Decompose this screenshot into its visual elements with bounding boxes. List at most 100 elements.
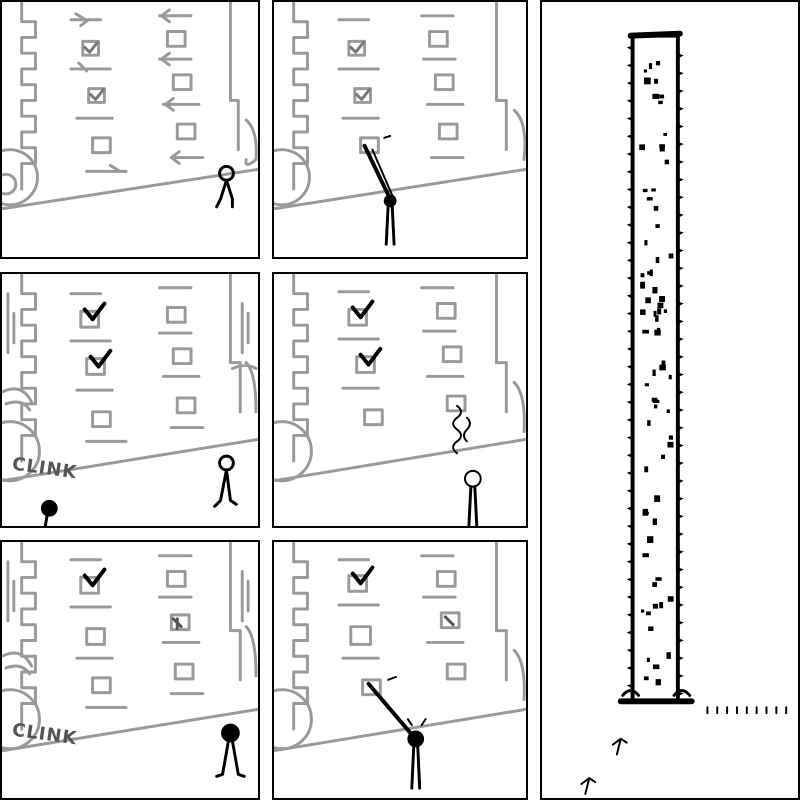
spike <box>677 514 684 520</box>
spike <box>626 80 633 86</box>
tower-hole <box>667 441 674 448</box>
tower-hole <box>644 77 651 85</box>
panel-3-art <box>2 274 258 526</box>
spike <box>677 443 684 449</box>
stick-figure <box>213 454 238 508</box>
spike <box>677 567 684 573</box>
tower-hole <box>659 364 666 371</box>
panel-4 <box>272 272 528 528</box>
panel-7 <box>540 0 800 800</box>
spike <box>626 453 633 459</box>
spike <box>677 159 684 165</box>
spike <box>677 248 684 254</box>
spike <box>626 417 633 423</box>
tower-hole <box>655 315 659 322</box>
tower-hole <box>647 536 654 543</box>
tower-spikes <box>626 45 684 697</box>
tower-hole <box>646 657 650 663</box>
panel-3: CLINK <box>0 272 260 528</box>
tower-hole <box>666 409 670 413</box>
tower-hole <box>652 369 656 376</box>
tower-hole <box>664 159 670 165</box>
tower-hole <box>652 518 658 526</box>
spike <box>626 346 633 352</box>
tower-hole <box>644 466 649 473</box>
spike <box>626 222 633 228</box>
panel-4-art <box>274 274 526 526</box>
tower-hole <box>643 676 649 681</box>
tower-hole <box>644 240 648 246</box>
spike <box>677 620 684 626</box>
tower-hole <box>657 308 662 315</box>
panel-6-art <box>274 542 526 790</box>
tower-hole <box>668 435 674 440</box>
spike <box>677 319 684 325</box>
tower-hole <box>655 257 660 264</box>
tower-hole <box>652 399 660 404</box>
tower-hole <box>655 60 661 66</box>
spike <box>677 71 684 77</box>
spike <box>677 478 684 484</box>
tower-hole <box>659 602 664 609</box>
spike <box>626 612 633 618</box>
spike <box>626 240 633 246</box>
spike <box>626 293 633 299</box>
tower-hole <box>642 329 650 334</box>
tower-hole <box>659 144 665 148</box>
tower-hole <box>639 309 646 315</box>
spike <box>677 195 684 201</box>
spike <box>677 390 684 396</box>
tower-hole <box>666 652 671 659</box>
tower-hole <box>653 404 658 409</box>
stick-figure <box>215 164 235 209</box>
panel-2-art <box>274 2 526 246</box>
tower-hole <box>652 603 659 609</box>
tower-hole <box>661 454 666 459</box>
spike <box>626 258 633 264</box>
spike <box>677 585 684 591</box>
spike <box>677 106 684 112</box>
tower-hole <box>655 577 662 581</box>
spike <box>626 559 633 565</box>
tower-hole <box>652 93 660 99</box>
spike <box>677 53 684 59</box>
tower-hole <box>657 302 664 309</box>
spike <box>677 461 684 466</box>
spike <box>626 187 633 193</box>
fallen-head <box>40 499 58 526</box>
spike <box>677 230 684 236</box>
spike <box>677 124 684 130</box>
tiny-figures <box>580 706 788 795</box>
stick-figure-pointing <box>362 134 397 246</box>
spike <box>677 638 684 644</box>
spike <box>626 630 633 636</box>
tower-hole <box>645 297 651 304</box>
panel-2 <box>272 0 528 259</box>
spike <box>626 134 633 140</box>
spike <box>677 212 684 218</box>
spike <box>677 407 684 413</box>
spike <box>677 336 684 342</box>
tower-hole <box>654 78 659 84</box>
tower-hole <box>663 132 668 136</box>
tower-hole <box>654 329 661 336</box>
spike <box>626 45 633 51</box>
spike <box>677 602 684 608</box>
tower-hole <box>644 383 650 387</box>
spike <box>677 691 684 697</box>
spike <box>677 301 684 307</box>
spike <box>626 205 633 210</box>
spike <box>677 177 684 183</box>
panel-1 <box>0 0 260 259</box>
spike <box>626 506 633 512</box>
spike <box>626 364 633 370</box>
tower-hole <box>661 360 666 366</box>
spike <box>626 577 633 583</box>
panel-7-art <box>580 30 788 795</box>
tower-hole <box>655 224 660 228</box>
spike <box>626 311 633 317</box>
tower-hole <box>642 508 649 516</box>
tower-hole <box>659 94 665 99</box>
spike <box>626 541 633 547</box>
tower-hole <box>647 271 652 275</box>
